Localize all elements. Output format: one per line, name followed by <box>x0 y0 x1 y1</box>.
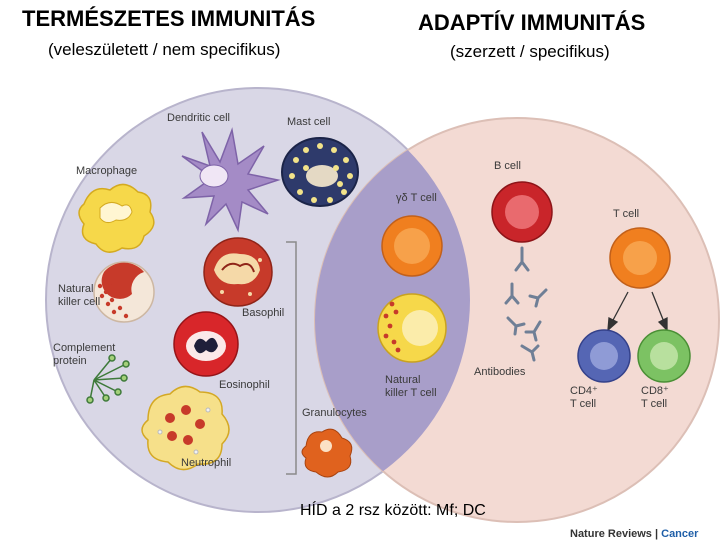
basophil <box>203 237 273 307</box>
granulocyte-small <box>301 428 353 478</box>
nkt-cell-label-line1: Natural <box>385 374 421 386</box>
bridge-note: HÍD a 2 rsz között: Mf; DC <box>300 502 486 519</box>
antibodies-label: Antibodies <box>474 366 526 378</box>
dendritic-cell-label: Dendritic cell <box>167 112 230 124</box>
nkt-cell-label-line2: killer T cell <box>385 387 437 399</box>
cd8-t-cell <box>637 329 691 383</box>
adaptive-immunity-subtitle: (szerzett / specifikus) <box>450 42 610 61</box>
t-cell <box>609 227 671 289</box>
t-cell-label: T cell <box>613 208 640 220</box>
neutrophil-label: Neutrophil <box>181 457 232 469</box>
granulocytes-bracket <box>286 241 297 475</box>
mast-cell <box>281 137 359 207</box>
innate-immunity-subtitle: (veleszületett / nem specifikus) <box>48 40 281 59</box>
complement-label-line2: protein <box>53 355 87 367</box>
macrophage <box>78 183 155 253</box>
cd8-label-line1: CD8⁺ <box>641 385 669 397</box>
neutrophil <box>141 385 230 471</box>
adaptive-immunity-title: ADAPTÍV IMMUNITÁS <box>418 10 646 35</box>
nk-cell-label-line2: killer cell <box>58 296 101 308</box>
cd4-t-cell <box>577 329 631 383</box>
credit-journal: Cancer <box>661 528 699 540</box>
journal-credit: Nature Reviews | Cancer <box>570 528 698 540</box>
mast-cell-label: Mast cell <box>287 116 331 128</box>
cd4-label-line2: T cell <box>570 398 597 410</box>
gamma-delta-t-cell <box>381 215 443 277</box>
cd8-label-line2: T cell <box>641 398 668 410</box>
cd4-label-line1: CD4⁺ <box>570 385 598 397</box>
credit-prefix: Nature Reviews | <box>570 528 662 540</box>
differentiation-arrows <box>607 291 668 332</box>
natural-killer-t-cell <box>377 293 447 363</box>
natural-killer-cell <box>93 261 155 323</box>
antibodies <box>504 246 548 362</box>
granulocytes-label: Granulocytes <box>302 407 367 419</box>
b-cell <box>491 181 553 243</box>
dendritic-cell <box>181 127 281 233</box>
gamma-delta-t-cell-label: γδ T cell <box>396 192 437 204</box>
eosinophil <box>173 311 239 377</box>
macrophage-label: Macrophage <box>76 165 138 177</box>
basophil-label: Basophil <box>242 307 285 319</box>
eosinophil-label: Eosinophil <box>219 379 270 391</box>
nk-cell-label-line1: Natural <box>58 283 94 295</box>
complement-label-line1: Complement <box>53 342 116 354</box>
complement-protein <box>86 354 130 404</box>
innate-immunity-title: TERMÉSZETES IMMUNITÁS <box>22 6 316 31</box>
b-cell-label: B cell <box>494 160 521 172</box>
